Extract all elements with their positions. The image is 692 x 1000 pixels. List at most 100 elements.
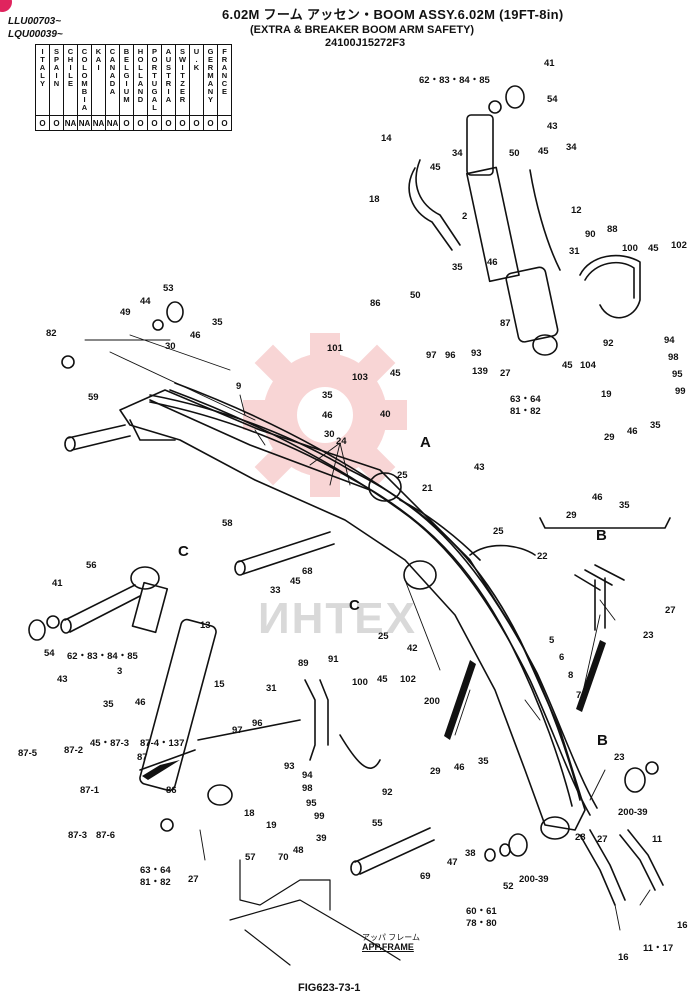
upper-frame-sketch xyxy=(229,859,401,966)
callout-2: 2 xyxy=(462,211,468,222)
callout-45-87-3: 45・87-3 xyxy=(90,738,130,749)
callout-18: 18 xyxy=(369,194,380,205)
callout-99: 99 xyxy=(675,386,686,397)
callout-68: 68 xyxy=(302,566,313,577)
callout-46: 46 xyxy=(322,410,333,421)
callout-97: 97 xyxy=(426,350,437,361)
callout-24: 24 xyxy=(336,436,347,447)
callout-29: 29 xyxy=(604,432,615,443)
callout-19: 19 xyxy=(266,820,277,831)
callout-60-61: 60・61 xyxy=(466,906,497,917)
country-name: FRANCE xyxy=(220,47,229,95)
callout-45: 45 xyxy=(290,576,301,587)
section-marker-b: B xyxy=(597,732,608,749)
callout-96: 96 xyxy=(252,718,263,729)
callout-46: 46 xyxy=(454,762,465,773)
callout-87-3: 87-3 xyxy=(68,830,88,841)
callout-88: 88 xyxy=(607,224,618,235)
arm-cylinder-lower xyxy=(130,566,301,806)
callout-46: 46 xyxy=(135,697,146,708)
callout-63-64: 63・64 xyxy=(510,394,541,405)
country-name: AUSTRIA xyxy=(164,47,173,103)
country-name: HOLLAND xyxy=(136,47,145,103)
callout-69: 69 xyxy=(420,871,431,882)
callout-52: 52 xyxy=(503,881,514,892)
callout-35: 35 xyxy=(212,317,223,328)
callout-46: 46 xyxy=(487,257,498,268)
country-name: GERMANY xyxy=(206,47,215,103)
figure-number: FIG623-73-1 xyxy=(298,982,361,994)
callout-56: 56 xyxy=(86,560,97,571)
callout-62-83-84-85: 62・83・84・85 xyxy=(67,651,138,662)
hose-group-top-right xyxy=(408,159,641,319)
callout-90: 90 xyxy=(585,229,596,240)
callout-94: 94 xyxy=(302,770,313,781)
callout-6: 6 xyxy=(559,652,565,663)
callout-46: 46 xyxy=(592,492,603,503)
callout-50: 50 xyxy=(509,148,520,159)
callout-87-1: 87-1 xyxy=(80,785,100,796)
callout-70: 70 xyxy=(278,852,289,863)
section-marker-a: A xyxy=(420,434,431,451)
country-name: SWITZER xyxy=(178,47,187,103)
callout-98: 98 xyxy=(668,352,679,363)
frame-label-jp: アッパ フレーム xyxy=(362,933,420,942)
callout-97: 97 xyxy=(232,725,243,736)
callout-43: 43 xyxy=(57,674,68,685)
country-name: BELGIUM xyxy=(122,47,131,103)
callout-104: 104 xyxy=(580,360,596,371)
section-marker-b: B xyxy=(596,527,607,544)
callout-21: 21 xyxy=(422,483,433,494)
callout-92: 92 xyxy=(603,338,614,349)
callout-8: 8 xyxy=(568,670,574,681)
callout-45: 45 xyxy=(538,146,549,157)
callout-29: 29 xyxy=(566,510,577,521)
country-name: PORTUGAL xyxy=(150,47,159,111)
country-name: CHILE xyxy=(66,47,75,87)
watermark-text: ИНТЕХ xyxy=(258,594,417,643)
callout-99: 99 xyxy=(314,811,325,822)
country-mark: O xyxy=(49,115,64,131)
section-b-bracket xyxy=(539,517,671,529)
callout-91: 91 xyxy=(328,654,339,665)
corner-marker xyxy=(0,0,12,12)
callout-35: 35 xyxy=(650,420,661,431)
hose-lines xyxy=(149,382,598,816)
callout-22: 22 xyxy=(537,551,548,562)
callout-102: 102 xyxy=(400,674,416,685)
callout-48: 48 xyxy=(293,845,304,856)
frame-label: APP.FRAME xyxy=(362,942,414,952)
hose-group-bottom-right xyxy=(574,564,664,906)
callout-35: 35 xyxy=(619,500,630,511)
callout-25: 25 xyxy=(397,470,408,481)
callout-23: 23 xyxy=(614,752,625,763)
callout-45: 45 xyxy=(648,243,659,254)
callout-27: 27 xyxy=(188,874,199,885)
callout-43: 43 xyxy=(474,462,485,473)
callout-34: 34 xyxy=(566,142,577,153)
callout-25: 25 xyxy=(378,631,389,642)
callout-18: 18 xyxy=(244,808,255,819)
callout-95: 95 xyxy=(672,369,683,380)
callout-41: 41 xyxy=(544,58,555,69)
callout-16: 16 xyxy=(618,952,629,963)
boom-body xyxy=(119,389,586,840)
callout-57: 57 xyxy=(245,852,256,863)
diagram-title: 6.02M フーム アッセン・BOOM ASSY.6.02M (19FT-8in… xyxy=(222,7,564,22)
callout-30: 30 xyxy=(324,429,335,440)
country-name: COLOMBIA xyxy=(80,47,89,111)
callout-49: 49 xyxy=(120,307,131,318)
callout-50: 50 xyxy=(410,290,421,301)
callout-89: 89 xyxy=(298,658,309,669)
callout-35: 35 xyxy=(452,262,463,273)
callout-7: 7 xyxy=(576,690,582,701)
serial-range-1: LLU00703~ xyxy=(8,16,62,27)
callout-38: 38 xyxy=(465,848,476,859)
callout-78-80: 78・80 xyxy=(466,918,497,929)
callout-94: 94 xyxy=(664,335,675,346)
callout-93: 93 xyxy=(284,761,295,772)
callout-87: 87 xyxy=(137,752,148,763)
callout-47: 47 xyxy=(447,857,458,868)
callout-5: 5 xyxy=(549,635,555,646)
